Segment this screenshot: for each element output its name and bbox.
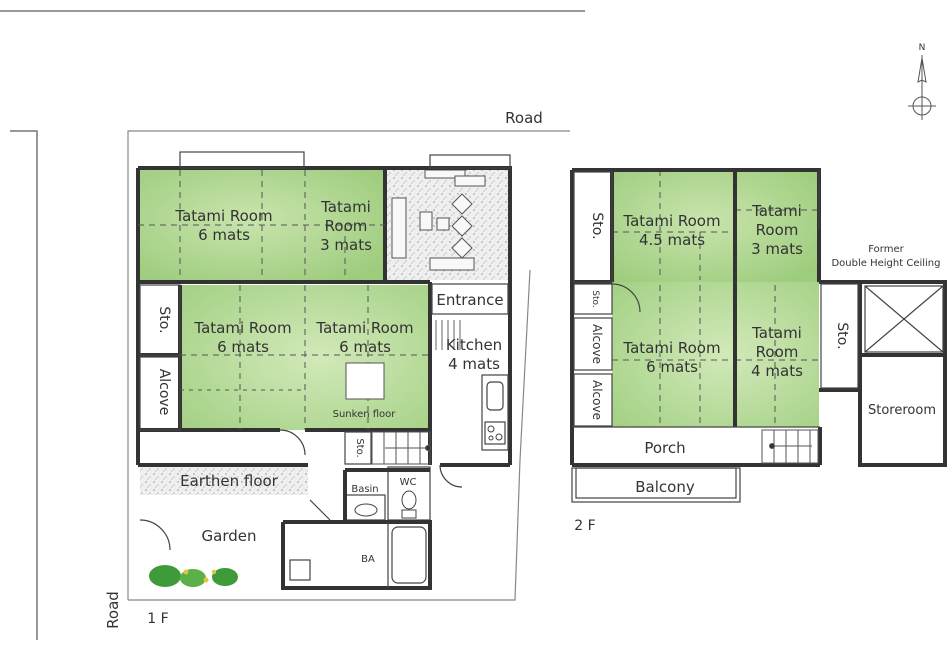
sunken-floor-label: Sunken floor bbox=[333, 409, 397, 420]
storage-small-1f bbox=[344, 431, 372, 465]
alcove-label-2f-1: Alcove bbox=[590, 324, 604, 364]
tatami-b-room-2f: Room bbox=[756, 221, 799, 239]
tatami-c-size-2f: 6 mats bbox=[646, 358, 698, 376]
stairs-2f bbox=[761, 429, 819, 464]
compass-n: N bbox=[919, 43, 926, 53]
tatami-a-title-2f: Tatami Room bbox=[622, 212, 720, 230]
tatami-b-title-2f: Tatami bbox=[751, 202, 802, 220]
tatami-d-size-2f: 4 mats bbox=[751, 362, 803, 380]
void-area bbox=[864, 285, 944, 353]
road-label-top: Road bbox=[505, 109, 543, 127]
porch-label: Porch bbox=[644, 439, 685, 457]
storage-small-2f bbox=[573, 283, 613, 315]
second-floor: Tatami Room 4.5 mats Tatami Room 3 mats … bbox=[570, 168, 947, 534]
tatami-c-title-1f: Tatami Room bbox=[193, 319, 291, 337]
kitchen-size: 4 mats bbox=[448, 355, 500, 373]
basin-icon bbox=[354, 503, 378, 517]
alcove-2f-2 bbox=[573, 373, 613, 427]
wall-storeroom bbox=[858, 280, 947, 467]
entrance-steps bbox=[435, 320, 461, 350]
property-line-2 bbox=[128, 269, 531, 601]
wc-label: WC bbox=[400, 477, 417, 488]
stove-icon bbox=[484, 421, 506, 445]
door-arc-1 bbox=[279, 429, 306, 456]
tatami-rooms-2f-top bbox=[612, 170, 819, 282]
storage-right-2f bbox=[820, 283, 859, 389]
stairs-1f bbox=[371, 431, 431, 465]
former-label-2: Double Height Ceiling bbox=[831, 258, 940, 269]
hall-fixtures bbox=[391, 169, 486, 271]
tatami-b-size-1f: 3 mats bbox=[320, 236, 372, 254]
basin-label: Basin bbox=[351, 484, 378, 495]
garden-plants-icon bbox=[149, 565, 238, 587]
room-labels-2f: Tatami Room 4.5 mats Tatami Room 3 mats … bbox=[574, 202, 940, 534]
sunken-floor-hearth bbox=[345, 362, 385, 400]
property-line bbox=[127, 130, 570, 600]
storage-small-label-2f: Sto. bbox=[590, 290, 600, 307]
storage-top-2f bbox=[573, 171, 613, 283]
tatami-d-room-2f: Room bbox=[756, 343, 799, 361]
alcove-2f-1 bbox=[573, 317, 613, 371]
bath-label: BA bbox=[361, 554, 375, 565]
door-bath bbox=[309, 499, 331, 521]
road-label-left: Road bbox=[104, 591, 122, 629]
garden-label: Garden bbox=[202, 527, 257, 545]
tatami-d-title-1f: Tatami Room bbox=[315, 319, 413, 337]
bathtub-icon bbox=[391, 526, 427, 584]
balcony-label: Balcony bbox=[635, 478, 695, 496]
door-arc-2f bbox=[611, 283, 641, 313]
void-x-2 bbox=[864, 285, 944, 353]
floor-1-label: 1 F bbox=[147, 611, 168, 627]
former-label-1: Former bbox=[868, 244, 904, 255]
tatami-b-title-1f: Tatami bbox=[320, 198, 371, 216]
window-frame-hall bbox=[429, 154, 511, 169]
wall-sto-right bbox=[819, 280, 862, 392]
alcove-label-2f-2: Alcove bbox=[590, 380, 604, 420]
tatami-d-title-2f: Tatami bbox=[751, 324, 802, 342]
entrance-area bbox=[431, 283, 509, 315]
window-frame-top bbox=[179, 151, 305, 169]
drain-icon bbox=[289, 559, 311, 581]
earthen-floor-area bbox=[140, 465, 308, 495]
tatami-c-size-1f: 6 mats bbox=[217, 338, 269, 356]
earthen-floor-label: Earthen floor bbox=[180, 472, 279, 490]
tatami-grid-2f bbox=[612, 170, 819, 425]
storeroom-label: Storeroom bbox=[868, 403, 936, 418]
road-line-left bbox=[10, 130, 38, 640]
tatami-b-room-1f: Room bbox=[325, 217, 368, 235]
door-arc-2 bbox=[439, 464, 463, 488]
room-labels-1f: Tatami Room 6 mats Tatami Room 3 mats Ta… bbox=[147, 198, 503, 627]
storage-top-label-2f: Sto. bbox=[589, 212, 605, 239]
storage-1f bbox=[139, 284, 181, 356]
tatami-grid-1f bbox=[138, 170, 430, 430]
tatami-a-size-2f: 4.5 mats bbox=[639, 231, 705, 249]
floor-2-label: 2 F bbox=[574, 518, 595, 534]
wc-room bbox=[387, 466, 431, 521]
storage-right-label-2f: Sto. bbox=[834, 322, 850, 349]
alcove-1f bbox=[139, 356, 181, 431]
tatami-a-size-1f: 6 mats bbox=[198, 226, 250, 244]
tatami-a-title-1f: Tatami Room bbox=[174, 207, 272, 225]
first-floor: Tatami Room 6 mats Tatami Room 3 mats Ta… bbox=[136, 151, 512, 627]
entrance-label: Entrance bbox=[436, 291, 503, 309]
toilet-icon bbox=[401, 490, 417, 519]
kitchen-counter bbox=[481, 374, 509, 451]
kitchen-title: Kitchen bbox=[446, 336, 502, 354]
tatami-rooms-2f-bottom bbox=[612, 282, 819, 427]
tatami-b-size-2f: 3 mats bbox=[751, 240, 803, 258]
sink-icon bbox=[486, 381, 504, 411]
alcove-label-1f: Alcove bbox=[156, 369, 172, 416]
north-arrow-icon: N bbox=[908, 43, 936, 120]
storage-label-1f: Sto. bbox=[156, 306, 172, 333]
door-arc-garden bbox=[139, 519, 171, 551]
tatami-c-title-2f: Tatami Room bbox=[622, 339, 720, 357]
balcony-inner bbox=[575, 467, 737, 499]
storage-small-label-1f: Sto. bbox=[354, 438, 365, 457]
tatami-d-size-1f: 6 mats bbox=[339, 338, 391, 356]
bath-walls bbox=[281, 520, 432, 590]
